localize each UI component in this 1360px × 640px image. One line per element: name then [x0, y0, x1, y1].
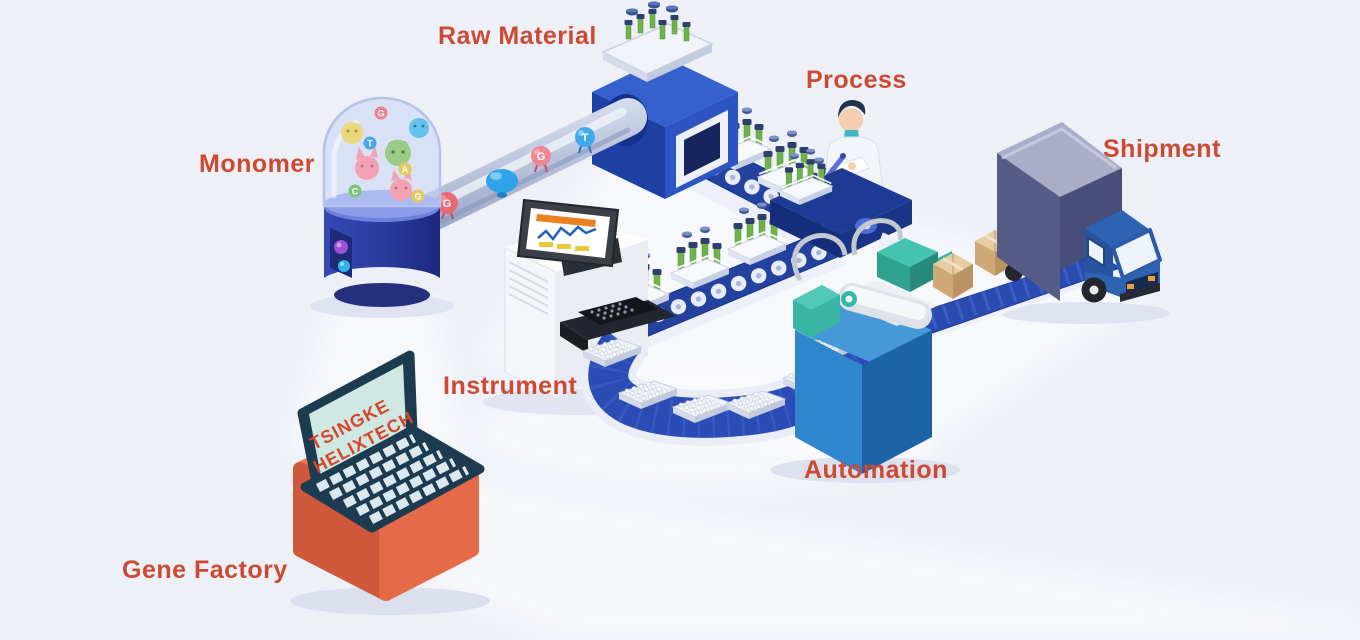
- label-shipment: Shipment: [1103, 135, 1221, 163]
- tube-monomer-letter: G: [537, 151, 546, 163]
- truck-bumper: [1120, 283, 1160, 302]
- screen-buttons: [539, 242, 589, 251]
- label-gene-factory: Gene Factory: [122, 556, 288, 584]
- cable: [851, 218, 903, 256]
- label-raw-material: Raw Material: [438, 22, 597, 50]
- laptop-keyboard: [300, 425, 485, 533]
- scientist-hair: [838, 100, 866, 118]
- monomer-capsule: G T C A G: [320, 96, 444, 307]
- laptop-screen: [309, 364, 406, 477]
- truck-cab: [1081, 210, 1162, 303]
- pedestal-front: [795, 330, 862, 474]
- headlight: [1127, 284, 1134, 289]
- headlight: [1148, 276, 1155, 281]
- instrument-vents: [508, 261, 549, 315]
- machine-arch-opening: [684, 122, 720, 176]
- tube-monomer-t: T: [575, 127, 595, 154]
- floating-caps: [626, 1, 678, 16]
- monomer-letter-balls: G T C A G: [348, 106, 425, 203]
- label-automation: Automation: [804, 456, 948, 484]
- monomer-letter: C: [352, 187, 359, 197]
- cyan-button: [338, 260, 350, 272]
- tray-test-tubes: [624, 9, 691, 42]
- delivery-truck: [997, 122, 1162, 303]
- automation-machine: [791, 218, 952, 474]
- screen-header-bar: [536, 214, 596, 227]
- light-beam-laptop: [360, 470, 1360, 640]
- cable: [791, 233, 848, 282]
- side-window: [1087, 236, 1105, 268]
- label-instrument: Instrument: [443, 372, 578, 400]
- tube-monomer-g2: G: [531, 146, 551, 173]
- monomer-letter: T: [367, 139, 373, 149]
- screen-chart-line: [537, 225, 597, 242]
- tube-monomer-letter: G: [443, 198, 452, 210]
- tray-plate: [578, 297, 658, 325]
- monomer-characters: [341, 118, 429, 201]
- label-process: Process: [806, 66, 907, 94]
- machine-tray: [601, 1, 714, 82]
- truck-shadow: [1000, 302, 1170, 324]
- label-monomer: Monomer: [199, 150, 315, 178]
- cab-roof: [1085, 210, 1150, 248]
- monomer-letter: A: [402, 165, 409, 175]
- roller-module: [835, 280, 937, 329]
- monomer-letter: G: [414, 192, 421, 202]
- laptop: TSINGKE HELIXTECH: [297, 350, 485, 533]
- feeder-wedge: [793, 285, 840, 338]
- monomer-tube: [413, 98, 647, 231]
- tube-monomer-blob: [486, 169, 518, 198]
- monomer-letter: G: [377, 109, 384, 119]
- keyboard-keys: [315, 434, 470, 524]
- capsule-base: [320, 190, 444, 307]
- instrument-screen: [516, 198, 622, 276]
- scientist-head: [839, 108, 863, 132]
- purple-button: [334, 240, 348, 254]
- cube-shadow: [290, 587, 490, 615]
- pedestal-side: [862, 330, 932, 474]
- instrument-tray: [560, 297, 676, 354]
- tube-monomer-letter: T: [582, 132, 589, 144]
